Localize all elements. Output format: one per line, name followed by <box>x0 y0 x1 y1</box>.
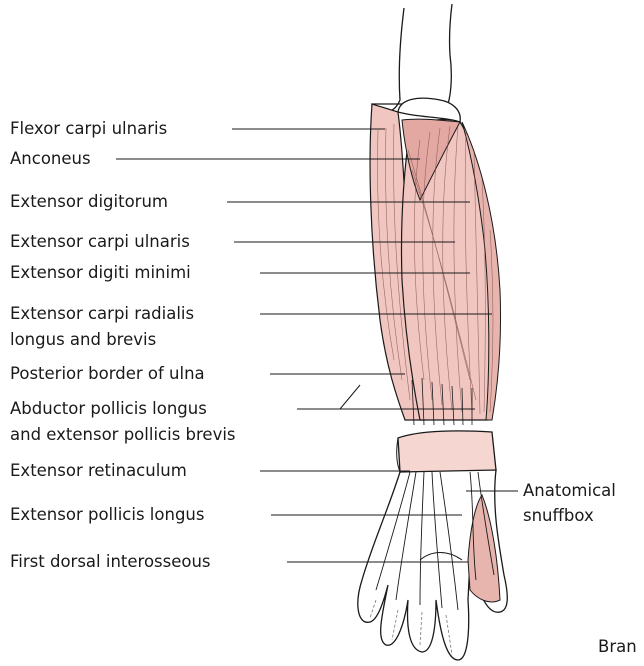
label-extensor-digiti-minimi: Extensor digiti minimi <box>10 263 191 283</box>
label-anatomical-snuffbox-line2: snuffbox <box>523 506 594 526</box>
label-extensor-retinaculum: Extensor retinaculum <box>10 461 187 481</box>
humerus-bone <box>372 4 460 122</box>
label-extensor-pollicis-longus: Extensor pollicis longus <box>10 505 204 525</box>
label-extensor-carpi-radialis-line2: longus and brevis <box>10 330 156 350</box>
label-anatomical-snuffbox: Anatomical <box>523 481 616 501</box>
extensor-retinaculum-band <box>398 431 496 475</box>
label-abductor-pollicis-longus: Abductor pollicis longus <box>10 399 207 419</box>
label-posterior-border-ulna: Posterior border of ulna <box>10 364 205 384</box>
label-extensor-carpi-radialis: Extensor carpi radialis <box>10 304 194 324</box>
label-cropped-credit: Bran <box>598 637 637 657</box>
label-abductor-pollicis-line2: and extensor pollicis brevis <box>10 425 236 445</box>
label-first-dorsal-interosseous: First dorsal interosseous <box>10 552 211 572</box>
label-extensor-carpi-ulnaris: Extensor carpi ulnaris <box>10 232 190 252</box>
label-flexor-carpi-ulnaris: Flexor carpi ulnaris <box>10 119 167 139</box>
label-anconeus: Anconeus <box>10 149 91 169</box>
label-extensor-digitorum: Extensor digitorum <box>10 192 168 212</box>
